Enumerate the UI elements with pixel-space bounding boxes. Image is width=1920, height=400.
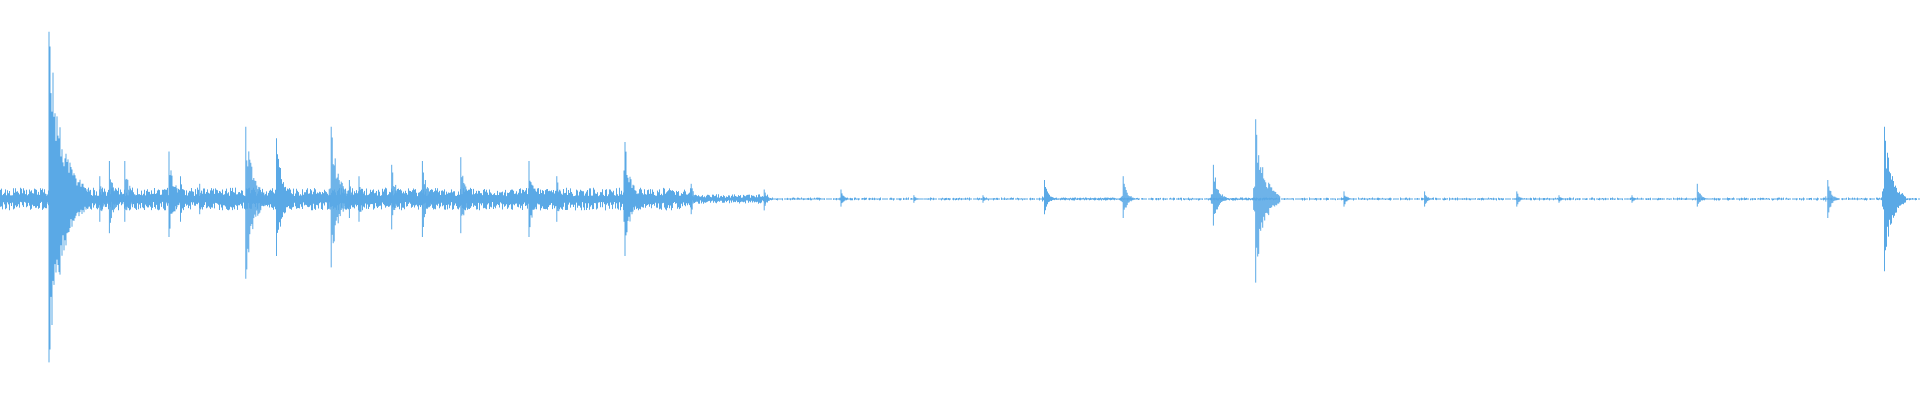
waveform-peak — [1694, 183, 1707, 207]
waveform-peak — [622, 142, 644, 256]
waveform-peak — [1556, 195, 1567, 203]
waveform-peak — [554, 176, 569, 222]
waveform-peak — [1120, 176, 1135, 218]
waveform-peak — [458, 157, 477, 234]
waveform-peak — [106, 161, 124, 234]
waveform-peak — [526, 161, 544, 237]
waveform-peak — [838, 189, 850, 207]
waveform-peak — [356, 176, 371, 222]
waveform-peak — [46, 31, 91, 363]
waveform-peak — [1253, 119, 1281, 283]
waveform-peak — [389, 164, 406, 230]
waveform-peak — [274, 138, 296, 256]
waveform-peak — [328, 126, 353, 268]
waveform-peak — [1825, 180, 1839, 218]
waveform-peak — [178, 176, 192, 222]
waveform-peak — [419, 161, 437, 237]
waveform-peak — [1042, 180, 1055, 215]
waveform-peak — [911, 195, 922, 203]
waveform-peak — [1210, 164, 1227, 226]
waveform-peak — [197, 183, 210, 215]
waveform-peak — [1630, 195, 1640, 203]
waveform-peak — [688, 183, 701, 215]
waveform-peak — [1422, 191, 1434, 207]
waveform-peak — [1882, 126, 1906, 272]
waveform-peak — [1341, 191, 1353, 207]
waveform-peak — [122, 161, 140, 222]
waveform-peak — [761, 189, 773, 211]
waveform-peak — [97, 176, 112, 222]
waveform-peak — [346, 180, 360, 218]
waveform-peak — [980, 195, 991, 203]
waveform-peak — [243, 126, 270, 279]
waveform-peak — [1514, 191, 1526, 207]
